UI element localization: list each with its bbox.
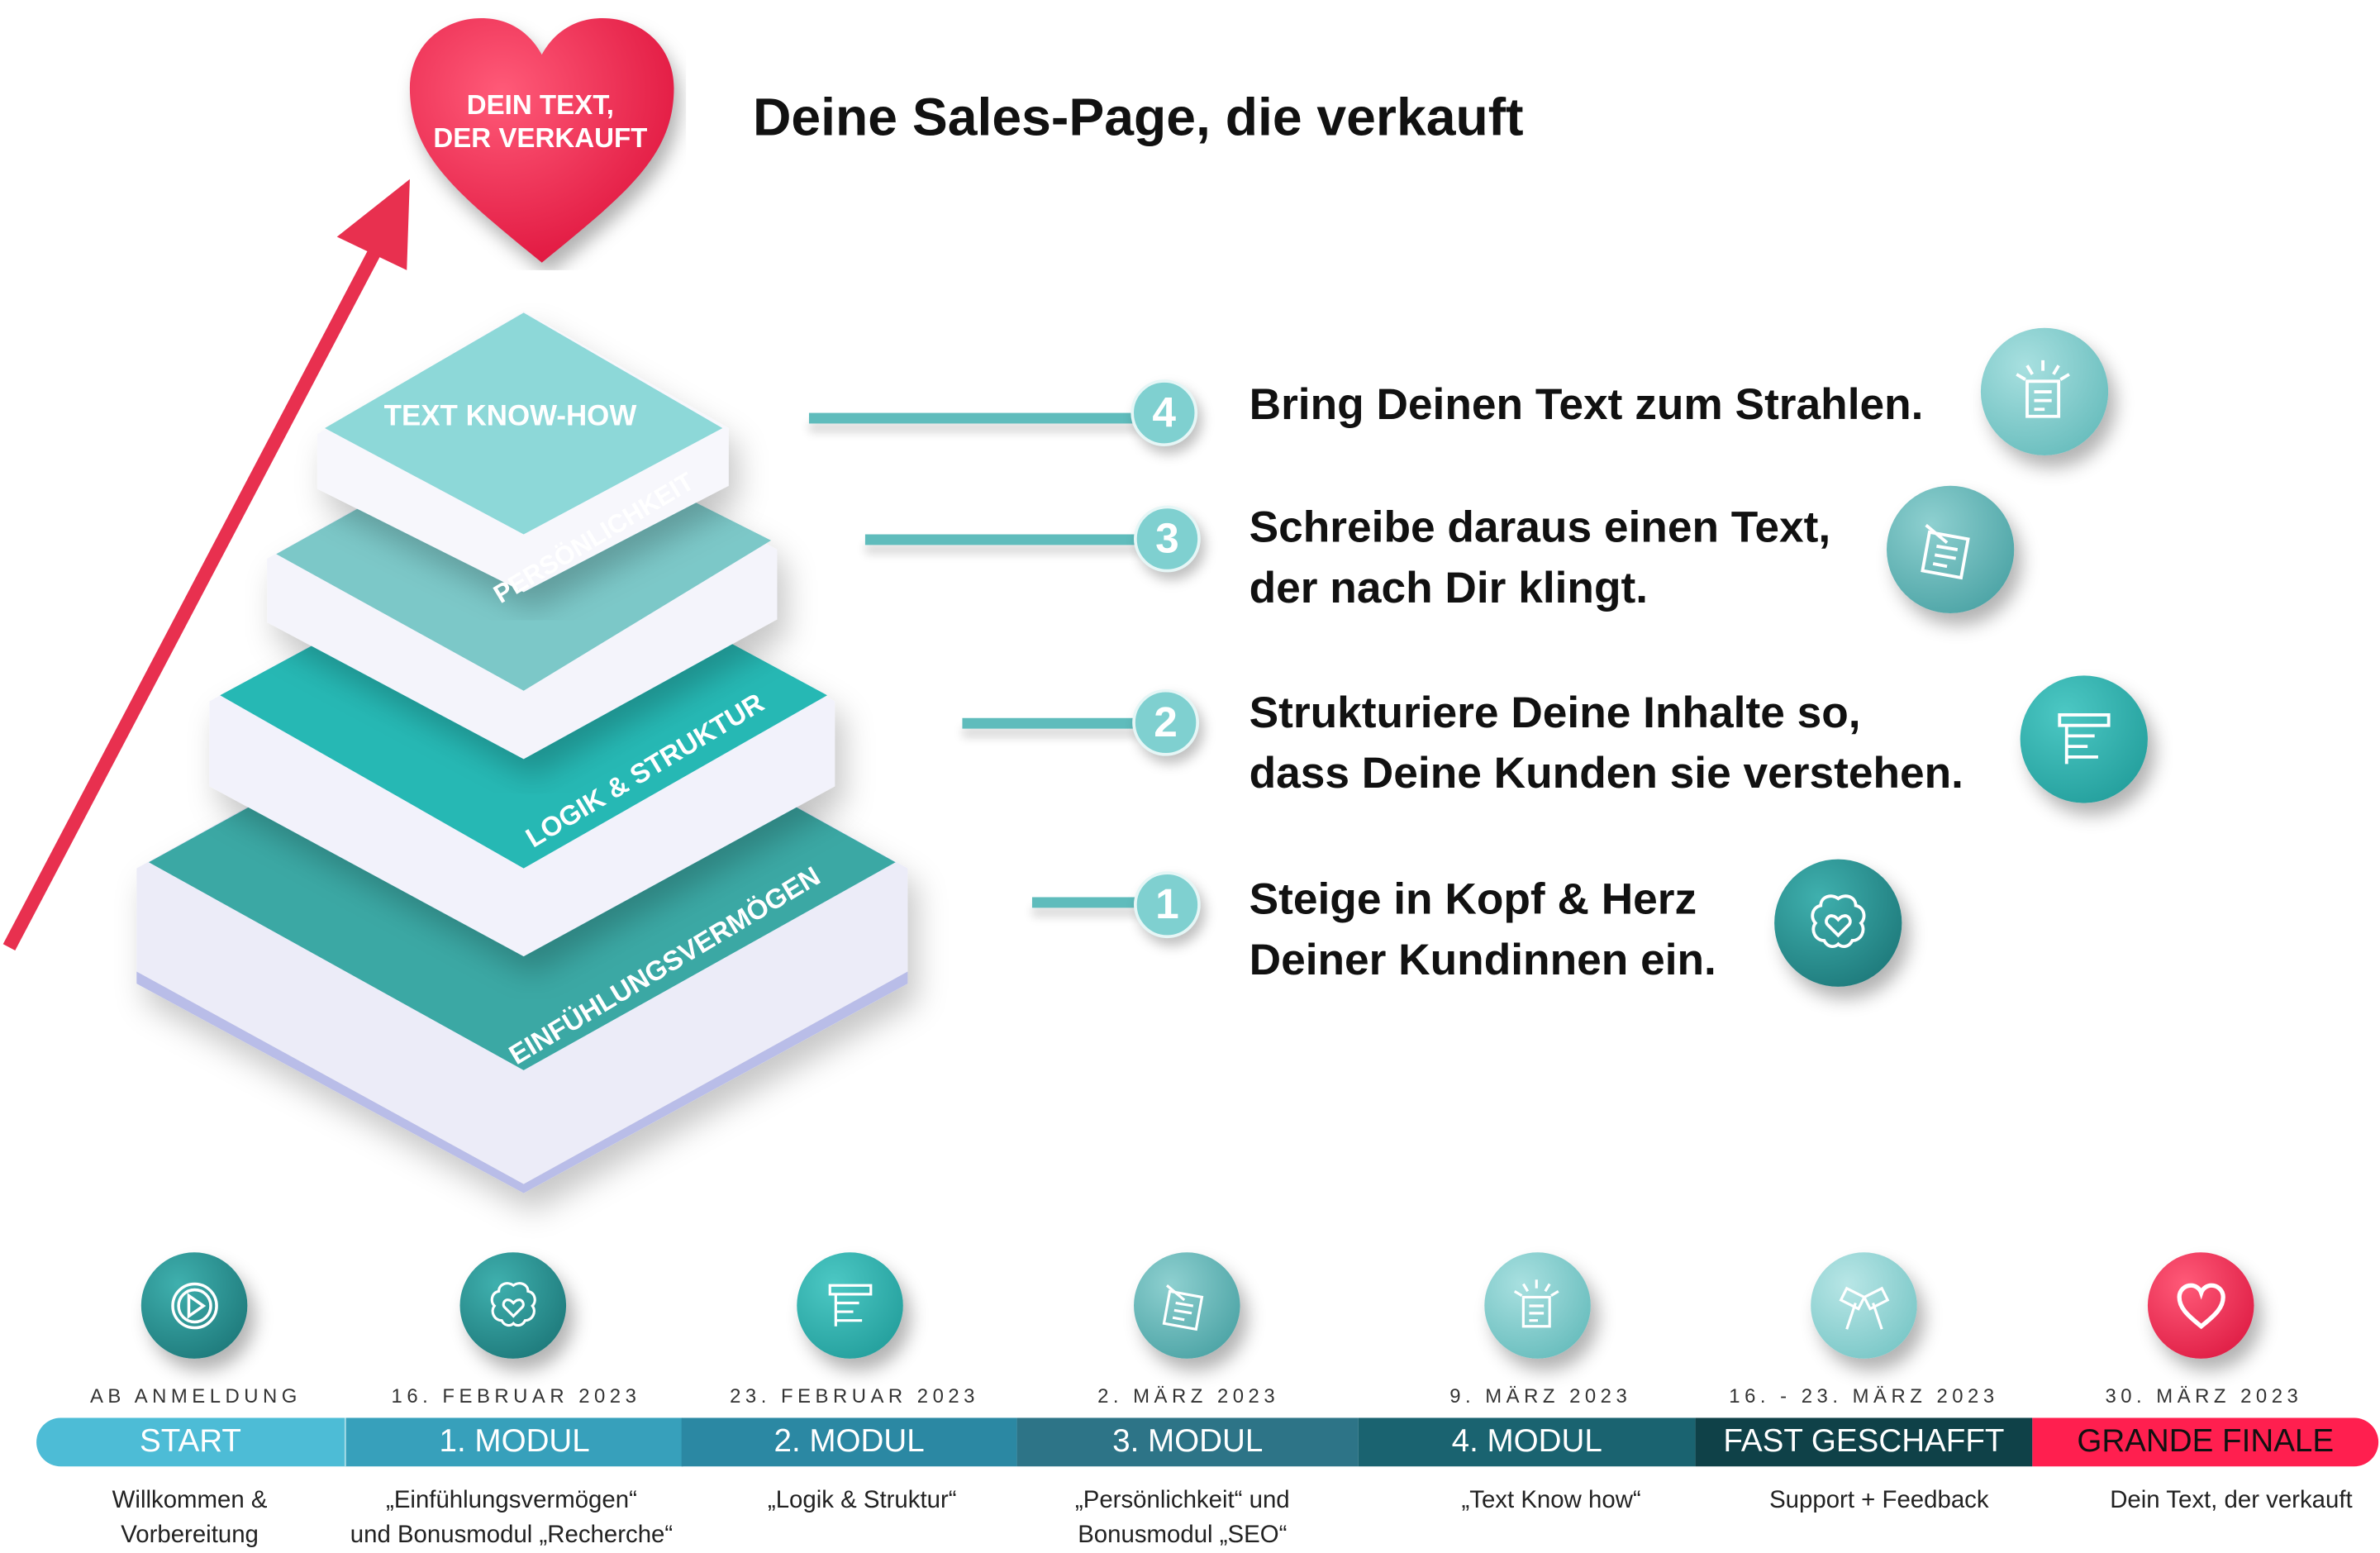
date-modul-3: 2. MÄRZ 2023	[1097, 1384, 1280, 1408]
shining-document-icon	[1484, 1252, 1591, 1359]
step-1-line2: Deiner Kundinnen ein.	[1249, 936, 1716, 986]
segment-start: START	[36, 1417, 345, 1467]
step-2-line1: Strukturiere Deine Inhalte so,	[1249, 688, 1861, 738]
step-3-line1: Schreibe daraus einen Text,	[1249, 503, 1831, 553]
segment-fast-geschafft: FAST GESCHAFFT	[1695, 1417, 2033, 1467]
segment-modul-1: 1. MODUL	[344, 1417, 683, 1467]
writing-document-icon	[1134, 1252, 1240, 1359]
shining-document-icon	[1980, 327, 2109, 456]
step-number-2: 2	[1132, 688, 1199, 756]
segment-grande-finale: GRANDE FINALE	[2032, 1417, 2379, 1467]
date-modul-4: 9. MÄRZ 2023	[1449, 1384, 1632, 1408]
heart-label: DEIN TEXT, DER VERKAUFT	[413, 88, 669, 155]
desc-start-line1: Willkommen &	[112, 1487, 268, 1514]
structure-document-icon	[797, 1252, 903, 1359]
date-start: AB ANMELDUNG	[89, 1384, 302, 1408]
step-connector-1	[1031, 897, 1162, 908]
heart-label-line1: DEIN TEXT,	[466, 89, 614, 121]
structure-document-icon	[2020, 675, 2148, 803]
step-4-line1: Bring Deinen Text zum Strahlen.	[1249, 381, 1924, 430]
desc-modul-1: „Einfühlungsvermögen“ und Bonusmodul „Rec…	[314, 1483, 709, 1552]
step-connector-4	[808, 412, 1159, 424]
step-number-3: 3	[1134, 505, 1201, 573]
date-fast-geschafft: 16. - 23. MÄRZ 2023	[1729, 1384, 1999, 1408]
desc-start-line2: Vorbereitung	[121, 1522, 259, 1549]
desc-fast-geschafft: Support + Feedback	[1682, 1483, 2077, 1517]
step-number-4: 4	[1130, 379, 1198, 446]
desc-modul-3-line2: Bonusmodul „SEO“	[1078, 1522, 1288, 1549]
segment-modul-3: 3. MODUL	[1016, 1417, 1359, 1467]
heart-icon	[409, 18, 674, 263]
step-connector-3	[864, 534, 1162, 545]
step-number-1: 1	[1134, 871, 1201, 939]
writing-document-icon	[1887, 485, 2015, 614]
step-text-2: Strukturiere Deine Inhalte so, dass Deine…	[1250, 684, 1963, 805]
desc-modul-1-line2: und Bonusmodul „Recherche“	[350, 1522, 674, 1549]
page-title: Deine Sales-Page, die verkauft	[753, 88, 1524, 148]
brain-heart-icon	[1774, 859, 1902, 987]
step-2-line2: dass Deine Kunden sie verstehen.	[1249, 750, 1964, 799]
desc-grande-finale: Dein Text, der verkauft	[2034, 1483, 2380, 1517]
date-modul-1: 16. FEBRUAR 2023	[391, 1384, 641, 1408]
desc-modul-3-line1: „Persönlichkeit“ und	[1074, 1487, 1290, 1514]
pyramid-layer-1	[317, 311, 729, 593]
heart-label-line2: DER VERKAUFT	[433, 122, 648, 154]
desc-fast-geschafft-line1: Support + Feedback	[1769, 1487, 1989, 1514]
step-text-3: Schreibe daraus einen Text, der nach Dir …	[1250, 498, 1831, 619]
desc-modul-1-line1: „Einfühlungsvermögen“	[386, 1487, 637, 1514]
step-3-line2: der nach Dir klingt.	[1249, 565, 1649, 614]
desc-modul-4-line1: „Text Know how“	[1461, 1487, 1641, 1514]
desc-modul-2: „Logik & Struktur“	[664, 1483, 1059, 1517]
date-modul-2: 23. FEBRUAR 2023	[730, 1384, 979, 1408]
finish-flags-icon	[1811, 1252, 1917, 1359]
segment-modul-2: 2. MODUL	[681, 1417, 1017, 1467]
segment-modul-4: 4. MODUL	[1358, 1417, 1696, 1467]
brain-heart-icon	[459, 1252, 567, 1359]
play-icon	[140, 1252, 248, 1359]
heart-icon	[2147, 1252, 2254, 1359]
layer-label-text-know-how: TEXT KNOW-HOW	[383, 400, 637, 433]
desc-modul-4: „Text Know how“	[1354, 1483, 1749, 1517]
step-text-4: Bring Deinen Text zum Strahlen.	[1250, 375, 1924, 436]
desc-grande-finale-line1: Dein Text, der verkauft	[2110, 1487, 2353, 1514]
desc-modul-2-line1: „Logik & Struktur“	[767, 1487, 957, 1514]
step-1-line1: Steige in Kopf & Herz	[1249, 875, 1697, 925]
desc-start: Willkommen & Vorbereitung	[0, 1483, 387, 1552]
step-connector-2	[962, 717, 1160, 729]
date-grande-finale: 30. MÄRZ 2023	[2105, 1384, 2303, 1408]
